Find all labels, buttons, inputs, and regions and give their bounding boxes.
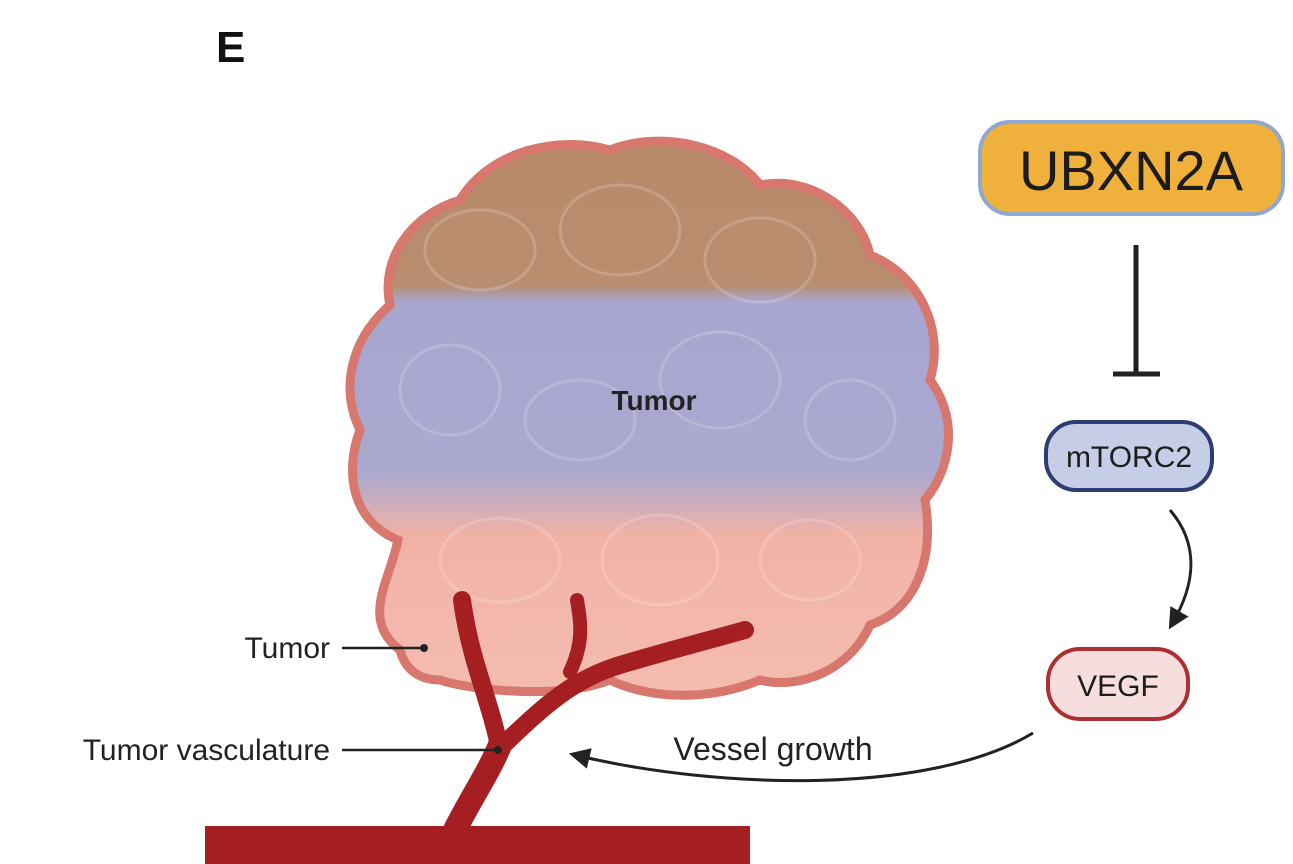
callout-vasculature-dot — [494, 746, 502, 754]
node-vegf: VEGF — [1048, 649, 1188, 719]
node-ubxn2a: UBXN2A — [980, 122, 1283, 214]
tumor-mass: Tumor — [350, 141, 949, 695]
node-mtorc2-label: mTORC2 — [1066, 441, 1192, 474]
vessel-trunk — [455, 745, 500, 830]
node-vegf-label: VEGF — [1077, 670, 1159, 703]
main-vessel — [205, 826, 750, 864]
callout-tumor-label: Tumor — [244, 632, 330, 665]
node-mtorc2: mTORC2 — [1046, 422, 1212, 490]
callout-vasculature-label: Tumor vasculature — [83, 734, 330, 767]
tumor-center-label: Tumor — [611, 385, 696, 416]
callout-vasculature: Tumor vasculature — [83, 734, 502, 767]
inhibition-arrow — [1113, 245, 1160, 374]
callout-tumor-dot — [420, 644, 428, 652]
panel-label: E — [216, 23, 245, 72]
vessel-growth-label: Vessel growth — [673, 731, 872, 767]
activation-arrow — [1170, 510, 1191, 624]
node-ubxn2a-label: UBXN2A — [1019, 139, 1244, 202]
